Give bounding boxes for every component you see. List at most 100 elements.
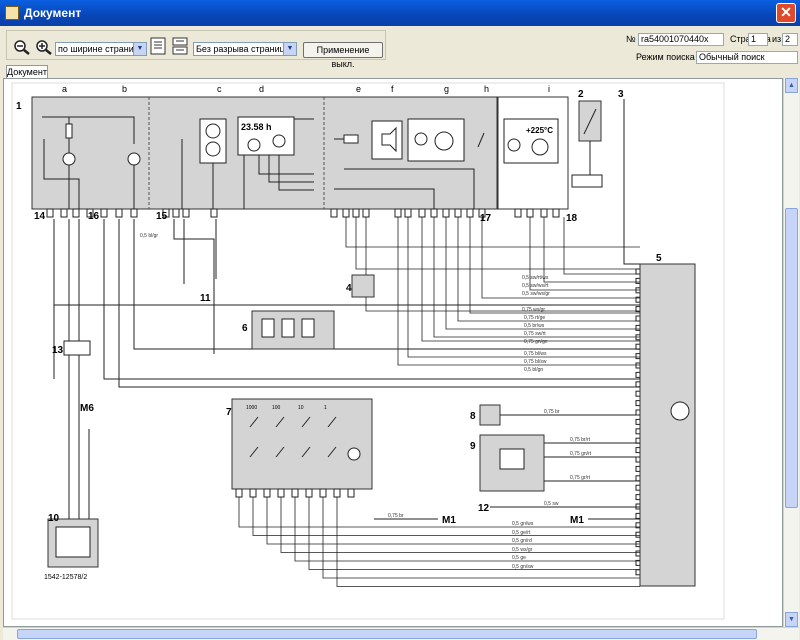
chevron-down-icon[interactable]: ▼: [283, 43, 296, 55]
connector-pin: [249, 488, 257, 498]
connector-pin: [352, 208, 360, 218]
connector-pin: [277, 488, 285, 498]
wire-label: 0,75 gr/rt: [570, 475, 591, 481]
gauge-icon: [205, 141, 221, 157]
component-number: 4: [346, 283, 352, 294]
connector-pin: [330, 208, 338, 218]
connector-pin: [442, 208, 450, 218]
component-number: 13: [52, 345, 64, 356]
connector-pin: [454, 208, 462, 218]
part-code: 1542-12578/2: [44, 574, 87, 581]
zoom-out-icon[interactable]: [13, 39, 31, 55]
relay-symbol: [499, 448, 525, 470]
column-letter: f: [391, 84, 394, 94]
harness-wire: [336, 497, 640, 587]
connector-pin: [430, 208, 438, 218]
connector-pin: [333, 488, 341, 498]
internal-wire: [258, 155, 314, 175]
gauge-icon: [434, 131, 454, 151]
apply-button[interactable]: Применение выкл.: [303, 42, 383, 69]
number-field[interactable]: ra54001070440x: [638, 33, 724, 46]
connector-pin: [466, 208, 474, 218]
harness-wire: [397, 217, 640, 366]
tab-document[interactable]: Документ: [6, 65, 48, 79]
vertical-scrollbar[interactable]: ▲ ▼: [783, 78, 799, 627]
close-button[interactable]: ✕: [776, 3, 796, 23]
chevron-down-icon[interactable]: ▼: [133, 43, 146, 55]
connector-pin: [552, 208, 560, 218]
wire-label: 0,5 ws/gr: [512, 547, 533, 553]
harness-wire: [252, 497, 640, 536]
gauge-icon: [531, 138, 549, 156]
component-number: 8: [470, 411, 476, 422]
component-number: 15: [156, 211, 168, 222]
zoom-select[interactable]: по ширине страницы ▼: [55, 42, 147, 56]
component-8: [479, 404, 501, 426]
number-label: №: [626, 34, 636, 44]
wire-label: 0,5 gn/ws: [512, 521, 534, 527]
scroll-down-icon[interactable]: ▼: [785, 612, 798, 627]
switch-symbol: [327, 416, 337, 428]
scroll-thumb[interactable]: [17, 629, 757, 639]
harness-wire: [457, 217, 640, 322]
component-number: 18: [566, 213, 578, 224]
wire-label: 0,5 bl/gr: [140, 233, 158, 239]
speaker-icon: [381, 126, 397, 153]
connector-pin: [263, 488, 271, 498]
component-number: 12: [478, 503, 490, 514]
switch-symbol: [301, 416, 311, 428]
wire-label: 0,75 rt/ge: [524, 315, 545, 321]
wire-label: 0,75 gn/rt: [570, 451, 592, 457]
harness-wire: [407, 217, 640, 358]
harness-wire: [322, 497, 640, 579]
zoom-select-value: по ширине страницы: [58, 44, 146, 54]
document-icon: [5, 6, 19, 20]
ground-label-m6: M6: [80, 403, 94, 414]
page-field[interactable]: 1: [748, 33, 768, 46]
zoom-in-icon[interactable]: [35, 39, 53, 55]
switch-symbol: [477, 132, 485, 148]
component-4: [351, 274, 375, 298]
continuous-page-icon[interactable]: [171, 37, 189, 55]
harness-wire: [266, 497, 640, 545]
internal-wire: [268, 155, 314, 183]
connector-pin: [526, 208, 534, 218]
relay-symbol: [281, 318, 295, 338]
component-number: 6: [242, 323, 248, 334]
harness-wire: [445, 217, 640, 330]
wire-label: 0,75 gn/ge: [524, 339, 548, 345]
connector-13: [63, 340, 91, 356]
wire: [103, 219, 640, 380]
single-page-icon[interactable]: [149, 37, 167, 55]
harness-wire: [294, 497, 640, 562]
column-letter: i: [548, 84, 550, 94]
connector-pin: [342, 208, 350, 218]
of-label: из: [772, 34, 782, 44]
harness-wire: [469, 217, 640, 314]
component-number: 1: [16, 101, 22, 112]
ground-label-m1: M1: [442, 515, 456, 526]
column-letter: h: [484, 84, 489, 94]
page-mode-select[interactable]: Без разрыва страниц ▼: [193, 42, 297, 56]
harness-wire: [543, 217, 640, 283]
wire-label: 0,75 sw/rt: [524, 331, 546, 337]
lamp-icon: [414, 132, 428, 146]
relay-symbol: [343, 134, 359, 144]
lamp-icon: [347, 447, 361, 461]
gauge-icon: [247, 138, 261, 152]
component-number: 16: [88, 211, 100, 222]
connector-pin: [362, 208, 370, 218]
connector-pin: [291, 488, 299, 498]
scroll-thumb[interactable]: [785, 208, 798, 508]
wire-labels: 0,5 bl/gr0,5 sw/rt/ws0,5 sw/ws/rt0,5 sw/…: [140, 233, 592, 570]
temp-text: +225°C: [526, 126, 553, 135]
search-mode-field[interactable]: Обычный поиск: [696, 51, 798, 64]
scroll-up-icon[interactable]: ▲: [785, 78, 798, 93]
connector-pin: [86, 208, 94, 218]
horizontal-scrollbar[interactable]: [3, 627, 799, 640]
connector-pin: [514, 208, 522, 218]
connector-pin: [46, 208, 54, 218]
lamp-icon: [507, 138, 521, 152]
